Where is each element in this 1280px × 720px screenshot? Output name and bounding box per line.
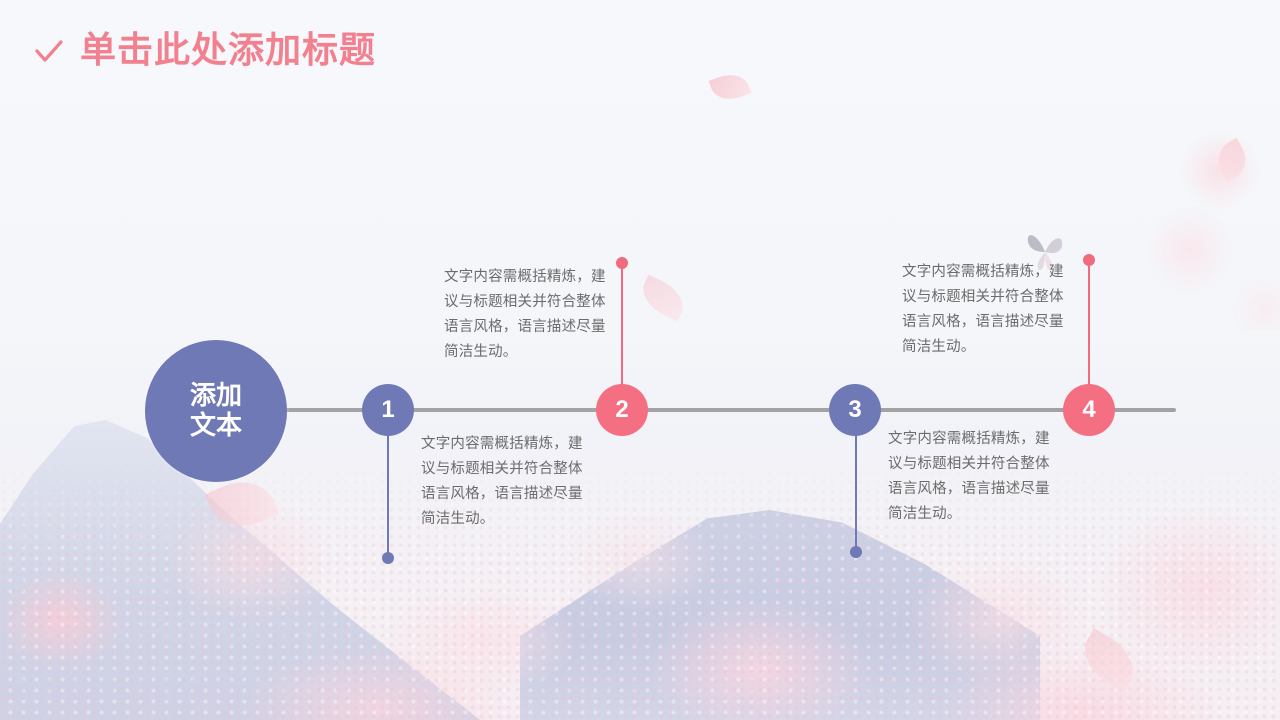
node-4-number: 4 [1082,396,1096,423]
node-1-description[interactable]: 文字内容需概括精炼，建议与标题相关并符合整体语言风格，语言描述尽量简洁生动。 [421,436,583,527]
node-2-end-dot [616,257,628,269]
node-1-end-dot [382,552,394,564]
node-2-description[interactable]: 文字内容需概括精炼，建议与标题相关并符合整体语言风格，语言描述尽量简洁生动。 [444,269,606,360]
node-2-number: 2 [615,396,629,423]
timeline-line [280,408,1176,412]
node-3-stem [855,430,857,552]
node-1-number: 1 [381,396,395,423]
node-4-stem [1088,262,1090,388]
page-title[interactable]: 单击此处添加标题 [80,30,377,71]
timeline-node-4[interactable]: 4 [1063,384,1115,436]
title-row: 单击此处添加标题 [34,26,376,76]
checkmark-icon [35,40,63,62]
timeline-node-1[interactable]: 1 [362,384,414,436]
node-1-stem [387,430,389,558]
timeline-node-2[interactable]: 2 [596,384,648,436]
node-4-end-dot [1083,254,1095,266]
node-4-description[interactable]: 文字内容需概括精炼，建议与标题相关并符合整体语言风格，语言描述尽量简洁生动。 [902,264,1064,355]
background-blossom-texture [0,460,1280,720]
background-flowers-top-right [1100,110,1280,330]
background-cherry-blossoms [0,440,1280,720]
node-3-end-dot [850,546,862,558]
timeline-start-label: 添加文本 [189,381,242,441]
node-3-number: 3 [848,396,862,423]
node-2-stem [621,264,623,388]
timeline-start-circle[interactable]: 添加文本 [145,340,287,482]
timeline-node-3[interactable]: 3 [829,384,881,436]
node-3-description[interactable]: 文字内容需概括精炼，建议与标题相关并符合整体语言风格，语言描述尽量简洁生动。 [888,431,1050,522]
butterfly-decoration-icon [1027,235,1063,270]
